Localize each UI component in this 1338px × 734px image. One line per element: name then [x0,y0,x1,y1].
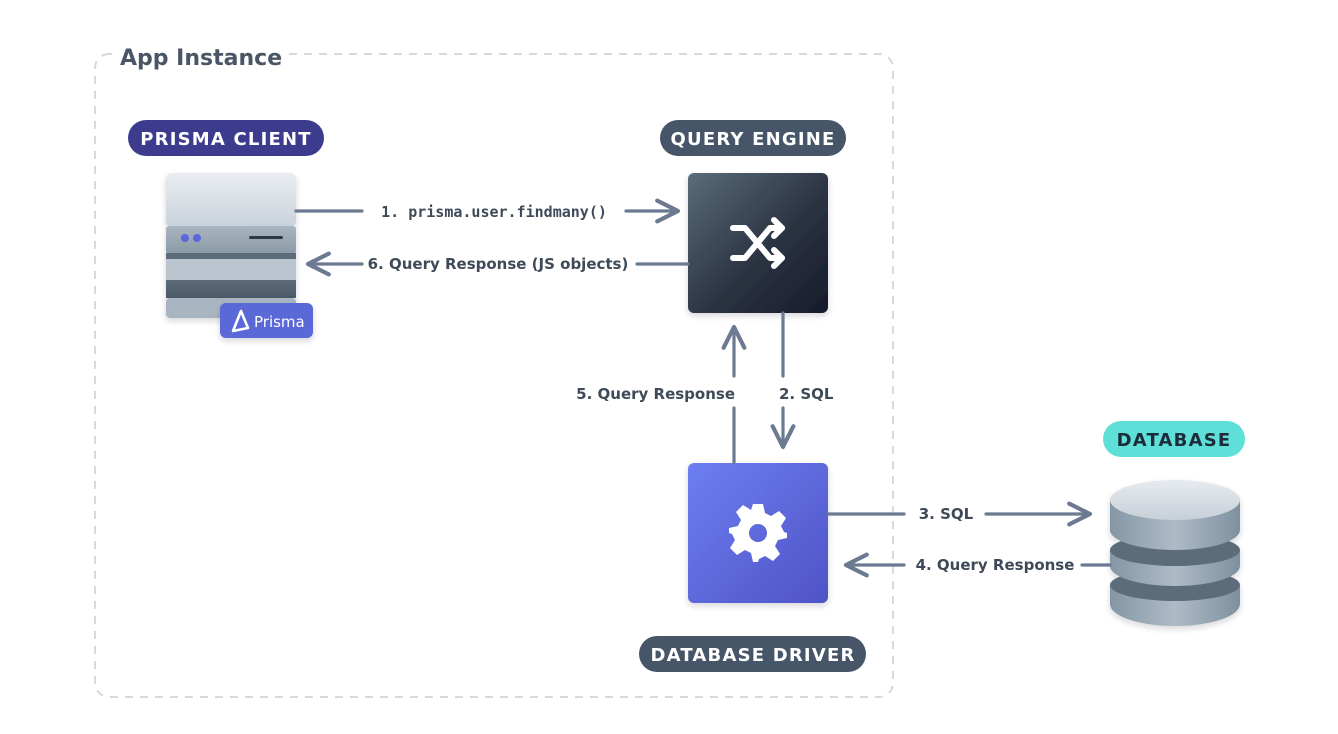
prisma-badge-label: Prisma [254,313,305,331]
edge-label-step1: 1. prisma.user.findmany() [381,203,607,221]
database-driver-box [688,463,828,603]
arrows [294,198,1112,578]
database-pill: DATABASE [1103,421,1245,457]
query-engine-box [688,173,828,313]
prisma-client-label: PRISMA CLIENT [140,129,311,150]
query-engine-pill: QUERY ENGINE [660,120,846,156]
prisma-client-pill: PRISMA CLIENT [128,120,324,156]
edge-label-step5: 5. Query Response [576,385,735,403]
server-icon [166,173,296,318]
edge-label-step2: 2. SQL [779,385,834,403]
prisma-logo-icon [231,309,250,333]
database-label: DATABASE [1117,430,1232,451]
gear-icon [729,504,787,562]
database-driver-pill: DATABASE DRIVER [639,636,866,672]
database-cylinder-icon [1110,480,1240,626]
edge-label-step6: 6. Query Response (JS objects) [368,255,629,273]
database-driver-label: DATABASE DRIVER [650,645,855,666]
query-engine-label: QUERY ENGINE [671,129,836,150]
prisma-badge: Prisma [220,303,313,338]
edge-label-step3: 3. SQL [919,505,974,523]
app-instance-container: App Instance [94,40,894,698]
edge-label-step4: 4. Query Response [916,556,1075,574]
app-instance-title: App Instance [120,46,282,71]
shuffle-icon [730,217,785,269]
